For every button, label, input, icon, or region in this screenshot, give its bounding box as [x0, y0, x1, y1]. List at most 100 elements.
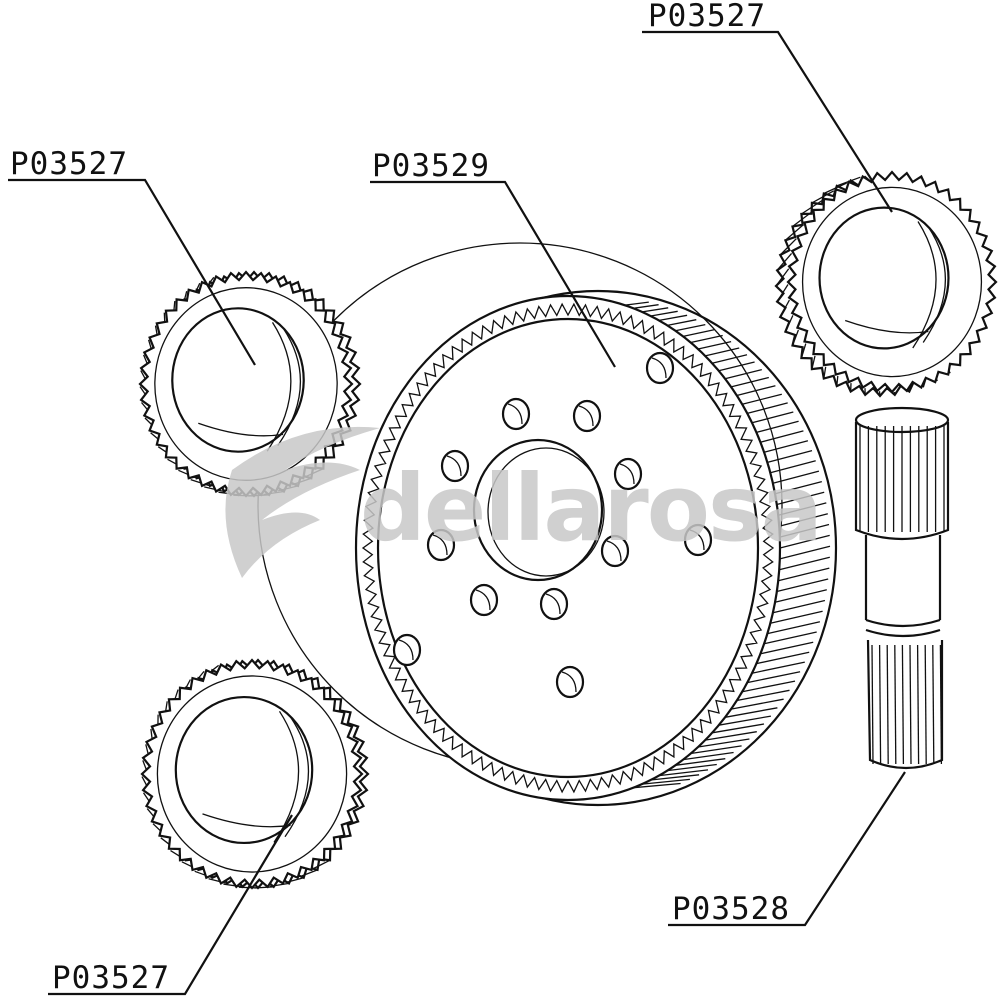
gear-tooth-line: [776, 284, 789, 303]
gear-tooth-line: [299, 869, 318, 878]
watermark-text: dellarosa: [360, 455, 821, 562]
ring-gear-side-tooth: [763, 440, 809, 453]
planet-gear-top-right[interactable]: [774, 170, 998, 398]
ring-gear-side-tooth: [650, 774, 700, 781]
ring-gear-side-tooth: [705, 347, 740, 357]
ring-gear-bolt-holes: [392, 351, 713, 699]
spline-line: [894, 644, 897, 765]
gear-tooth-line: [784, 224, 804, 241]
label-gear-left: P03527: [10, 146, 128, 182]
ring-gear-side-tooth: [751, 411, 794, 424]
ring-gear-side-tooth: [778, 502, 827, 516]
gear-tooth-line: [811, 190, 835, 204]
gear-tooth-line: [775, 268, 790, 287]
spline-line: [916, 644, 920, 765]
ring-gear-side-tooth: [772, 470, 820, 484]
ring-gear-side-tooth: [747, 671, 801, 684]
ring-gear-side-tooth: [705, 731, 757, 741]
ring-gear-side-tooth: [776, 578, 829, 593]
bolt-hole-inner: [578, 405, 594, 427]
gear-tooth-line: [313, 859, 331, 870]
ring-gear-side-tooth: [690, 745, 742, 755]
gear-tooth-line: [211, 664, 219, 671]
spline-line: [871, 644, 874, 765]
gear-tooth-line: [173, 301, 176, 311]
ring-gear-side-tooth: [770, 610, 823, 624]
spline-line: [939, 644, 943, 765]
splined-shaft[interactable]: [854, 406, 950, 770]
spline-line: [901, 644, 905, 765]
ring-gear-side-teeth: [624, 301, 831, 789]
ring-gear-side-tooth: [718, 361, 755, 372]
bolt-hole: [539, 587, 569, 621]
gear-tooth-line: [779, 299, 790, 318]
ring-gear-side-tooth: [751, 661, 805, 674]
ring-gear-side-tooth: [633, 782, 681, 789]
gear-bore-inner: [922, 226, 946, 343]
gear-tooth-line: [269, 882, 290, 888]
gear-tooth-line: [285, 877, 304, 884]
ring-gear-side-tooth: [683, 751, 734, 761]
bolt-hole-inner: [606, 540, 622, 562]
ring-gear-side-tooth: [730, 698, 784, 710]
gear-tooth-line: [836, 375, 839, 387]
ring-gear-side-tooth: [675, 758, 726, 766]
gear-tooth-line: [779, 238, 797, 256]
spline-line: [924, 644, 927, 765]
shaft-lower-splines: [871, 644, 943, 765]
ring-gear-side-tooth: [778, 567, 830, 582]
gear-tooth-line: [791, 329, 800, 346]
ring-gear[interactable]: [354, 289, 838, 807]
gear-bore-inner: [277, 327, 301, 446]
ring-gear-side-tooth: [767, 449, 813, 464]
ring-gear-side-tooth: [779, 556, 830, 571]
ring-gear-side-tooth: [667, 763, 717, 772]
bolt-hole-inner: [689, 529, 705, 551]
planet-gear-bottom-left[interactable]: [140, 658, 370, 890]
spline-line: [878, 644, 882, 765]
ring-gear-side-tooth: [779, 545, 831, 560]
gear-tooth-line: [197, 670, 205, 679]
spline-line: [909, 644, 912, 765]
gear-tooth-line: [776, 252, 793, 271]
ring-gear-side-tooth: [711, 354, 748, 364]
ring-gear-side-tooth: [658, 314, 688, 322]
gear-tooth-line: [800, 343, 807, 359]
leader-lines: [8, 30, 906, 996]
ring-gear-side-tooth: [774, 589, 827, 603]
shaft-upper-splines: [859, 426, 945, 532]
ring-gear-inner-teeth: [361, 302, 775, 794]
gear-bore-inner: [202, 813, 291, 828]
ring-gear-side-tooth: [747, 402, 788, 415]
ring-gear-side-tooth: [760, 430, 804, 443]
label-gear-bottom-left: P03527: [52, 960, 170, 996]
gear-bore-inner: [844, 319, 929, 334]
bolt-hole: [392, 633, 422, 667]
gear-tooth-line: [185, 679, 191, 689]
ring-gear-side-tooth: [756, 420, 799, 434]
ring-gear-side-tooth: [742, 393, 782, 405]
gear-bore: [818, 206, 950, 350]
bolt-hole: [469, 583, 499, 617]
ring-gear-side-tooth: [742, 680, 796, 693]
ring-gear-side-tooth: [736, 689, 790, 702]
ring-gear-side-tooth: [776, 491, 825, 506]
bolt-hole-inner: [475, 589, 491, 611]
ring-gear-side-tooth: [682, 329, 715, 338]
gear-bore-inner: [198, 422, 284, 437]
gear-tooth-line: [183, 291, 188, 300]
ring-gear-side-tooth: [697, 738, 750, 748]
bolt-hole: [572, 399, 602, 433]
gear-bore: [174, 695, 314, 845]
ring-gear-side-tooth: [774, 480, 822, 495]
label-ring-gear: P03529: [372, 148, 490, 184]
label-gear-top-right: P03527: [648, 0, 766, 34]
bolt-hole-inner: [545, 593, 561, 615]
bolt-hole-inner: [398, 639, 414, 661]
bolt-hole-inner: [619, 463, 635, 485]
spline-line: [932, 644, 935, 765]
gear-bore-inner: [912, 221, 937, 349]
gear-tooth-line: [196, 282, 201, 291]
ring-gear-center-bore: [472, 438, 604, 582]
